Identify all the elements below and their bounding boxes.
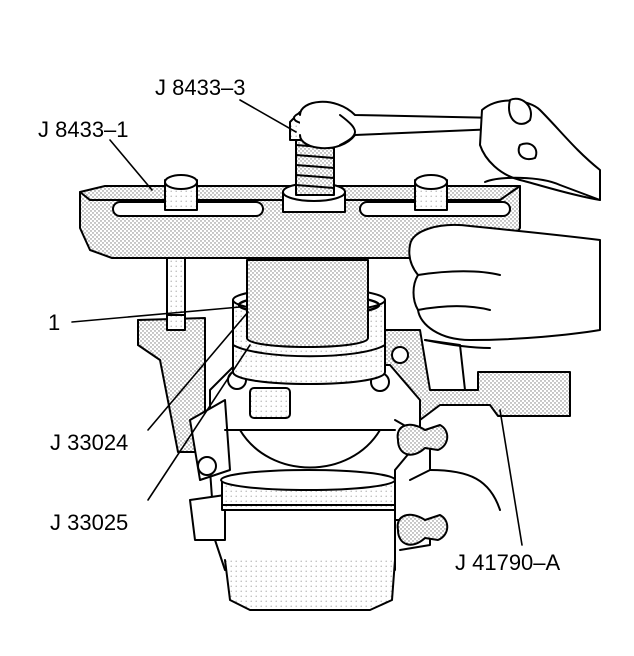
label-j33025: J 33025	[50, 510, 128, 535]
label-j41790a: J 41790–A	[455, 550, 561, 575]
lower-clamp-ring	[220, 469, 396, 511]
leader-lines	[71, 99, 523, 546]
technician-hands	[408, 97, 601, 349]
label-j8433-1: J 8433–1	[38, 117, 129, 142]
puller-adapter	[246, 259, 369, 348]
label-item-1: 1	[48, 310, 60, 335]
leader-j41790a	[499, 409, 523, 546]
bar-bolts	[164, 174, 448, 211]
leader-item-1	[71, 306, 241, 323]
guide-pin	[166, 249, 186, 331]
label-j8433-3: J 8433–3	[155, 75, 246, 100]
leader-j8433-1	[109, 139, 153, 191]
leader-j33025	[147, 344, 251, 501]
leader-j8433-3	[239, 99, 297, 133]
leader-j33024	[147, 311, 249, 431]
compressor-body	[189, 346, 501, 611]
wing-nuts	[396, 423, 449, 546]
label-j33024: J 33024	[50, 430, 128, 455]
